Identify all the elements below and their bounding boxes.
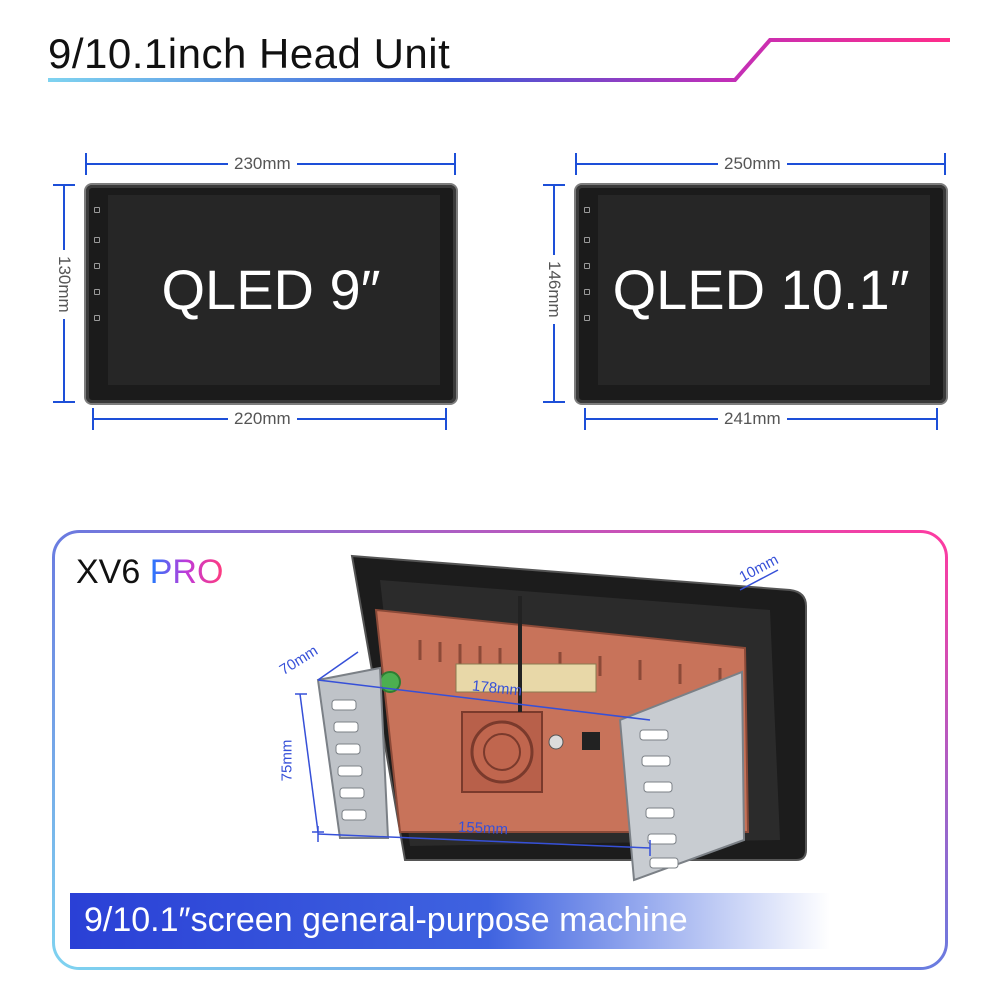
top-width-label: 230mm bbox=[228, 154, 297, 174]
display-panel bbox=[598, 195, 930, 385]
model-suffix: PRO bbox=[149, 553, 224, 591]
home-icon bbox=[94, 237, 100, 243]
top-width-label: 250mm bbox=[718, 154, 787, 174]
volume-down-icon bbox=[94, 315, 100, 321]
model-name: XV6 PRO bbox=[76, 553, 223, 592]
power-icon bbox=[94, 207, 100, 213]
head-unit-10-inch: QLED 10.1″ bbox=[576, 185, 946, 403]
page-title: 9/10.1inch Head Unit bbox=[48, 30, 451, 77]
bottom-width-label: 241mm bbox=[718, 409, 787, 429]
bottom-width-label: 220mm bbox=[228, 409, 297, 429]
back-icon bbox=[584, 263, 590, 269]
power-icon bbox=[584, 207, 590, 213]
back-icon bbox=[94, 263, 100, 269]
model-prefix: XV6 bbox=[76, 553, 150, 591]
bracket-height-label: 75mm bbox=[278, 739, 296, 782]
screen-label: QLED 9″ bbox=[161, 258, 381, 321]
caption-text: 9/10.1″screen general-purpose machine bbox=[84, 901, 688, 939]
bracket-width-label: 155mm bbox=[457, 818, 509, 839]
header-accent-line bbox=[48, 38, 950, 82]
head-unit-9-inch: QLED 9″ bbox=[86, 185, 456, 403]
display-panel bbox=[108, 195, 440, 385]
volume-down-icon bbox=[584, 315, 590, 321]
caption-banner: 9/10.1″screen general-purpose machine bbox=[70, 893, 830, 949]
screen-label: QLED 10.1″ bbox=[612, 258, 910, 321]
volume-up-icon bbox=[94, 289, 100, 295]
volume-up-icon bbox=[584, 289, 590, 295]
height-label: 146mm bbox=[544, 255, 564, 324]
product-frame bbox=[52, 530, 948, 970]
height-label: 130mm bbox=[54, 250, 74, 319]
home-icon bbox=[584, 237, 590, 243]
